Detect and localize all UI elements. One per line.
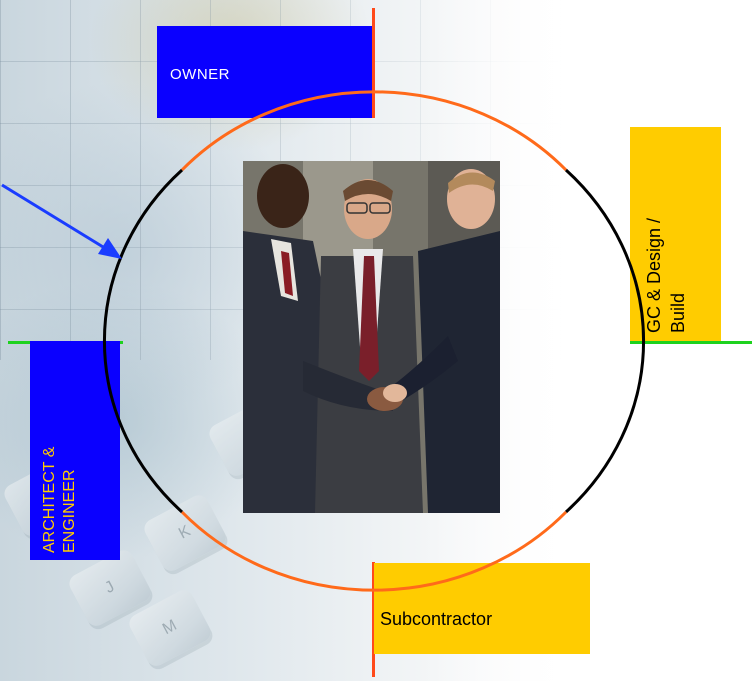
circle-arc-left [103,168,184,514]
gc-axis-line [630,341,752,344]
gc-design-build-box: GC & Design / Build [630,127,721,341]
circle-arc-bottom [180,510,568,592]
handshake-photo [243,161,500,513]
architect-engineer-box: ARCHITECT & ENGINEER [30,341,120,560]
pointer-arrow-head [98,238,122,259]
pointer-arrow-shaft [1,183,109,252]
subcontractor-box: Subcontractor [374,563,590,654]
owner-label: OWNER [170,66,230,83]
owner-box: OWNER [157,26,372,118]
circle-arc-top [180,90,568,172]
subcontractor-label: Subcontractor [380,609,493,629]
subcontractor-axis-line [372,562,375,677]
handshake-illustration [243,161,500,513]
circle-arc-right [564,168,645,514]
owner-axis-line [372,8,375,118]
